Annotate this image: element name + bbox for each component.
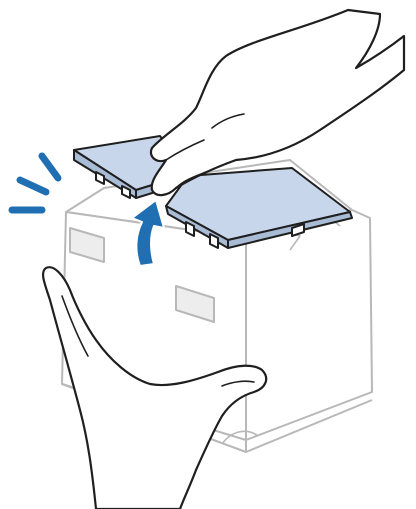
click-sound-icon [12,156,58,210]
